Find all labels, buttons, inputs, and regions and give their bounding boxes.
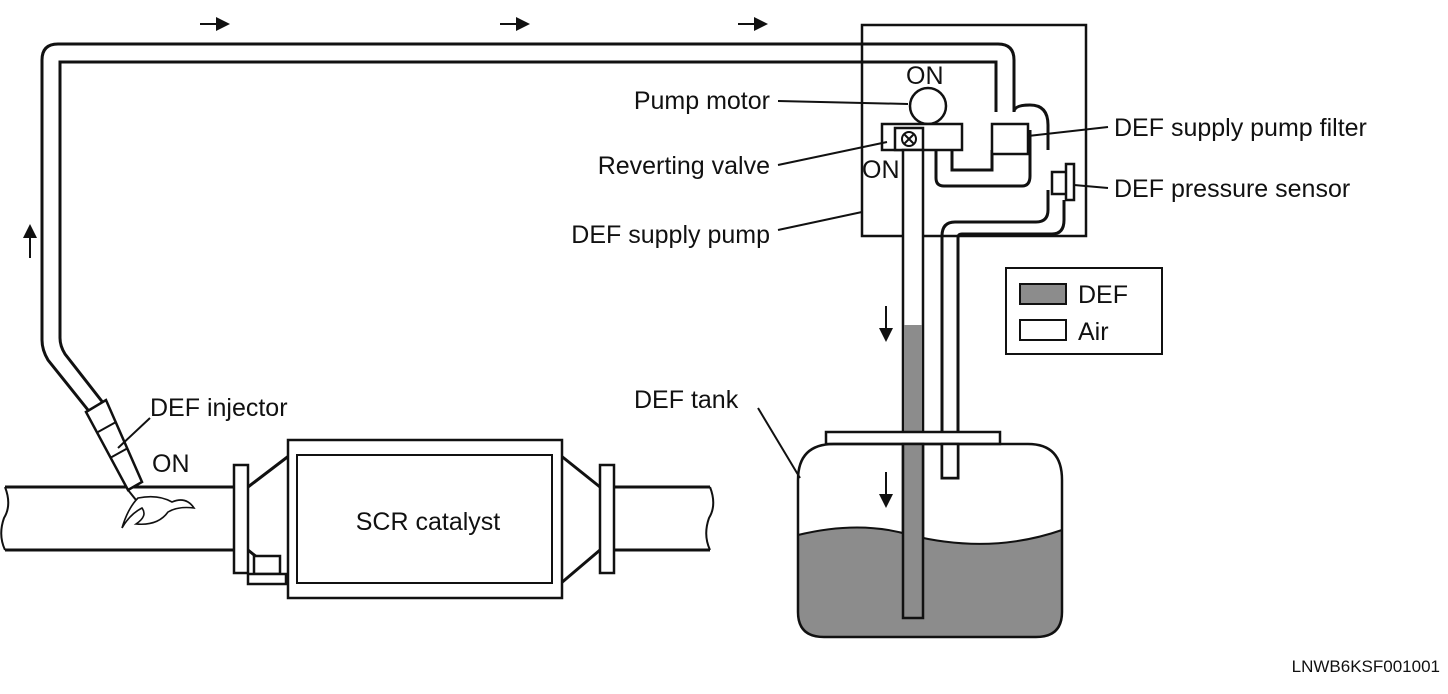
exhaust-pipe [0, 485, 715, 552]
pump-motor-icon [908, 86, 948, 126]
injector-state: ON [152, 450, 190, 478]
reverting-valve-icon [880, 122, 964, 152]
legend-label-def: DEF [1078, 281, 1128, 309]
supply-pump-filter-label: DEF supply pump filter [1114, 114, 1367, 142]
catalyst-sensor-icon [252, 554, 282, 576]
supply-pump-filter-icon [990, 122, 1030, 156]
leader-lines [117, 100, 1109, 479]
def-tank-label: DEF tank [634, 386, 739, 414]
def-injector-icon [84, 398, 196, 529]
delivery-pipe [40, 42, 1016, 411]
legend: DEF Air [1005, 267, 1163, 355]
reverting-valve-label: Reverting valve [598, 152, 770, 180]
injector-spray-icon [121, 495, 196, 529]
pressure-sensor-label: DEF pressure sensor [1114, 175, 1350, 203]
pressure-sensor-icon [1050, 162, 1076, 202]
legend-swatch-def [1019, 283, 1067, 305]
supply-pump-label: DEF supply pump [571, 221, 770, 249]
flow-arrows [23, 17, 893, 508]
legend-label-air: Air [1078, 318, 1109, 346]
def-tank [796, 430, 1064, 639]
def-tank-liquid [798, 527, 1062, 637]
def-injector-label: DEF injector [150, 394, 288, 422]
scr-catalyst-label: SCR catalyst [356, 508, 501, 536]
figure-code: LNWB6KSF001001 [1292, 657, 1440, 676]
reverting-valve-state: ON [862, 156, 900, 184]
legend-swatch-air [1019, 319, 1067, 341]
pump-motor-label: Pump motor [634, 87, 770, 115]
pump-motor-state: ON [906, 62, 944, 90]
scr-catalyst [232, 438, 616, 600]
